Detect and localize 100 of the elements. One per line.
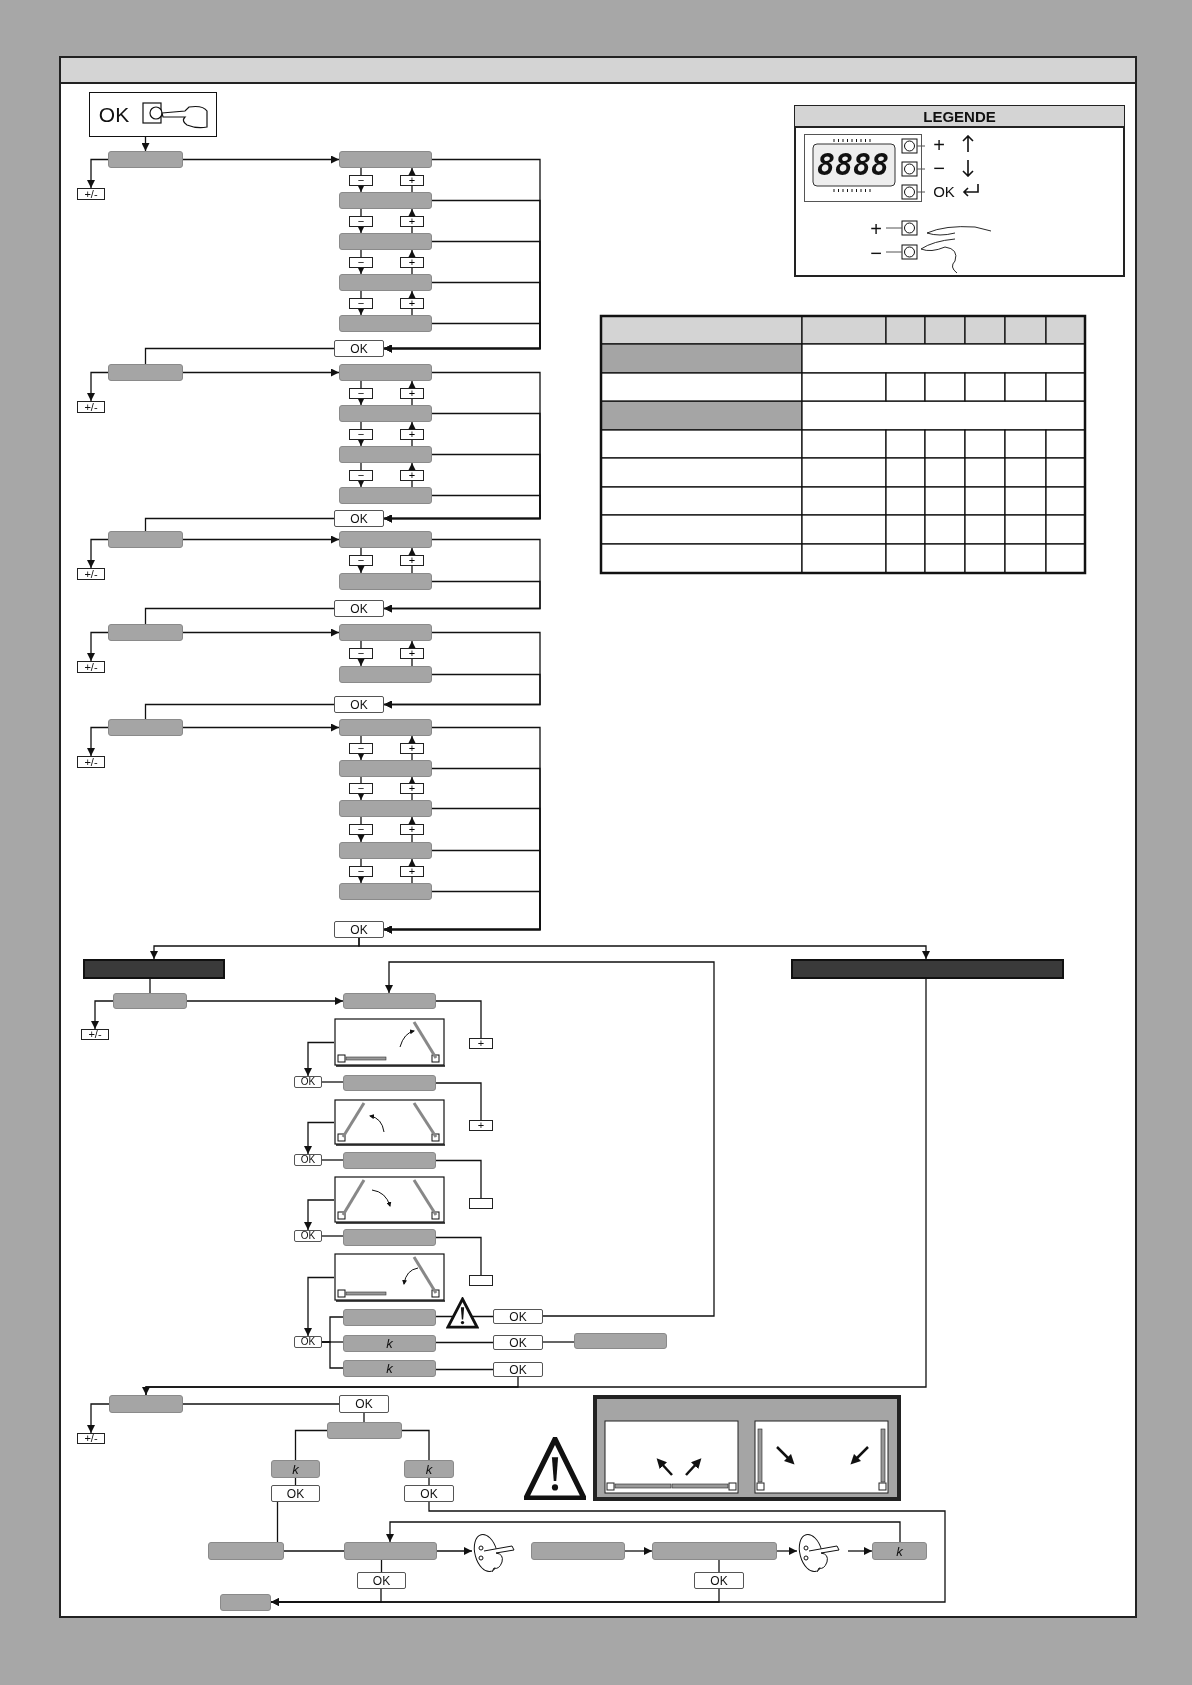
ok-key: OK [357, 1572, 406, 1589]
edge-label: + [400, 215, 424, 227]
connector-line [276, 1501, 279, 1543]
key-caption: OK [97, 102, 131, 126]
display-box [339, 233, 432, 250]
display-box [108, 364, 183, 381]
section-bar [83, 959, 225, 979]
connector-line [435, 1000, 482, 1039]
display-box [339, 487, 432, 504]
connector-line [718, 1559, 720, 1573]
display-box [339, 842, 432, 859]
connector-line [321, 1235, 344, 1237]
connector-line [321, 1341, 344, 1369]
connector-line [144, 347, 335, 365]
connector-line [321, 1081, 344, 1083]
arrow [624, 1547, 653, 1555]
ok-key: OK [334, 340, 384, 357]
gate-drawing [334, 1176, 446, 1224]
connector-line [144, 607, 335, 625]
arrow [182, 155, 340, 164]
display-box [343, 1075, 436, 1091]
display-box: k [404, 1460, 454, 1478]
display-box [339, 364, 432, 381]
gate-drawing [334, 1099, 446, 1146]
ok-key: OK [294, 1076, 322, 1088]
key-label: +/- [77, 1433, 105, 1444]
connector-line [363, 1412, 365, 1423]
gate-drawing [334, 1018, 446, 1067]
ok-key: OK [334, 510, 384, 527]
key-outline [469, 1275, 493, 1286]
key-label: +/- [77, 568, 105, 580]
arrow [358, 937, 930, 960]
key-outline [469, 1198, 493, 1209]
arrow [182, 723, 340, 732]
display-box [339, 883, 432, 900]
connector-line [435, 1341, 494, 1344]
display-box [339, 192, 432, 209]
display-box [339, 666, 432, 683]
edge-label: − [349, 555, 373, 566]
plus-sign: + [869, 221, 883, 237]
arrow [87, 1403, 110, 1434]
display-box [113, 993, 187, 1009]
key-label: +/- [81, 1029, 109, 1040]
connector-line [144, 517, 335, 532]
arrow [87, 538, 109, 569]
edge-label: + [400, 648, 424, 659]
display-box [108, 151, 183, 168]
display-box [108, 624, 183, 641]
ok-key: OK [493, 1309, 543, 1324]
arrow [304, 1041, 335, 1077]
hand-press-drawing [472, 1532, 516, 1574]
key-label: +/- [77, 756, 105, 768]
edge-label: − [349, 469, 373, 481]
edge-label: − [349, 742, 373, 754]
display-box [327, 1422, 402, 1439]
arrow [436, 1547, 473, 1555]
display-box [339, 573, 432, 590]
display-box: k [872, 1542, 927, 1560]
connector-line [149, 978, 151, 994]
arrow [357, 640, 365, 667]
key-label: +/- [77, 661, 105, 673]
connector-line [435, 1159, 482, 1199]
ok-key: OK [493, 1335, 543, 1350]
arrow [182, 368, 340, 377]
display-box: k [343, 1335, 436, 1352]
ok-key: OK [493, 1362, 543, 1377]
edge-label: − [349, 648, 373, 659]
display-box [108, 531, 183, 548]
edge-label: − [349, 174, 373, 186]
display-box [339, 800, 432, 817]
ok-key: OK [294, 1154, 322, 1166]
connector-line [401, 1429, 430, 1461]
connector-line [435, 1368, 494, 1371]
display-box [531, 1542, 625, 1560]
plus-sign: + [932, 137, 946, 153]
arrow [186, 997, 344, 1005]
connector-line [542, 1341, 575, 1343]
edge-label: + [400, 469, 424, 481]
ok-key: OK [694, 1572, 744, 1589]
display-box [109, 1395, 183, 1413]
display-box [339, 315, 432, 332]
ok-caption: OK [932, 183, 956, 199]
ok-key: OK [294, 1336, 322, 1348]
connector-line [321, 1159, 344, 1161]
arrow [357, 547, 365, 574]
display-box [343, 1309, 436, 1326]
connector-line [144, 703, 335, 720]
edge-label: − [349, 824, 373, 835]
display-box [344, 1542, 437, 1560]
display-box: k [343, 1360, 436, 1377]
edge-label: − [349, 428, 373, 440]
edge-label: + [400, 174, 424, 186]
display-box [574, 1333, 667, 1349]
connector-line [283, 1550, 345, 1552]
key-label: + [469, 1120, 493, 1131]
display-box: k [271, 1460, 320, 1478]
edge-label: + [400, 865, 424, 877]
edge-label: + [400, 297, 424, 309]
arrow [847, 1547, 873, 1555]
arrow [87, 371, 109, 402]
